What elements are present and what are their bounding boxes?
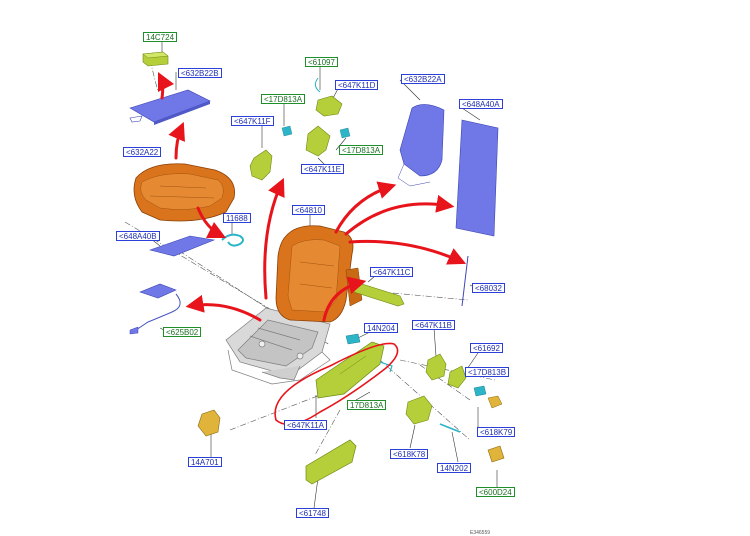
red-arrows [157, 71, 467, 322]
callout-61097: <61097 [305, 57, 338, 67]
callout-600d24: <600D24 [476, 487, 515, 497]
part-64810-seatback-foam [275, 225, 363, 323]
part-647k11e-bracket [305, 125, 351, 157]
callout-64810: <64810 [292, 205, 325, 215]
callout-17d813a-top: <17D813A [261, 94, 306, 104]
callout-14a701: 14A701 [188, 457, 222, 467]
callout-17d813a-mid: <17D813A [339, 145, 384, 155]
callout-647k11f: <647K11F [231, 116, 274, 126]
part-618k79 [487, 395, 503, 409]
part-647k11b [425, 353, 447, 381]
footer-code: E346559 [470, 530, 491, 536]
red-highlight-loop [274, 342, 399, 426]
part-632b22b-cushion-cover [129, 89, 211, 125]
callout-648a40b: <648A40B [116, 231, 160, 241]
callout-632b22b: <632B22B [178, 68, 222, 78]
part-61692 [447, 365, 467, 389]
callout-618k78: <618K78 [390, 449, 429, 459]
part-647k11d-bracket [314, 77, 343, 117]
part-11688-wire [221, 233, 244, 247]
part-647k11f-bracket [249, 125, 293, 181]
callout-647k11a: <647K11A [284, 420, 327, 430]
part-68032-rod [461, 255, 469, 307]
callout-647k11d: <647K11D [335, 80, 379, 90]
callout-14n204: 14N204 [364, 323, 399, 333]
part-632a22-cushion-foam [133, 163, 235, 222]
part-14a701-knob [197, 409, 221, 437]
part-61748-panel [305, 439, 357, 485]
callout-17d813b: <17D813B [465, 367, 510, 377]
callout-68032: <68032 [472, 283, 505, 293]
callout-632a22: <632A22 [123, 147, 162, 157]
callout-647k11e: <647K11E [301, 164, 344, 174]
callout-648a40a: <648A40A [459, 99, 503, 109]
callout-61748: <61748 [296, 508, 329, 518]
callout-11688: 11688 [223, 213, 251, 223]
callout-14n202: 14N202 [437, 463, 472, 473]
part-625b02-harness [129, 283, 181, 335]
callout-632b22a: <632B22A [401, 74, 445, 84]
callout-625b02: <625B02 [163, 327, 202, 337]
callout-17d813a-low: 17D813A [347, 400, 387, 410]
callout-61692: <61692 [470, 343, 503, 353]
part-648a40b-pad [148, 235, 216, 257]
part-14n204-clip [345, 333, 361, 345]
callout-618k79: <618K79 [477, 427, 516, 437]
part-647k11a-side-shield [315, 341, 393, 399]
part-14n202 [439, 423, 461, 433]
callout-647k11b: <647K11B [412, 320, 455, 330]
part-648a40a-back-panel [455, 119, 499, 237]
part-632b22a-back-cover [397, 104, 445, 187]
part-618k78 [405, 395, 433, 425]
part-600d24 [487, 445, 505, 463]
callout-14c724: 14C724 [143, 32, 178, 42]
part-17d813b [473, 385, 487, 397]
callout-647k11c: <647K11C [370, 267, 414, 277]
part-14c724 [142, 51, 169, 67]
part-seat-frame [225, 307, 331, 385]
part-647k11c-bar [353, 281, 405, 307]
